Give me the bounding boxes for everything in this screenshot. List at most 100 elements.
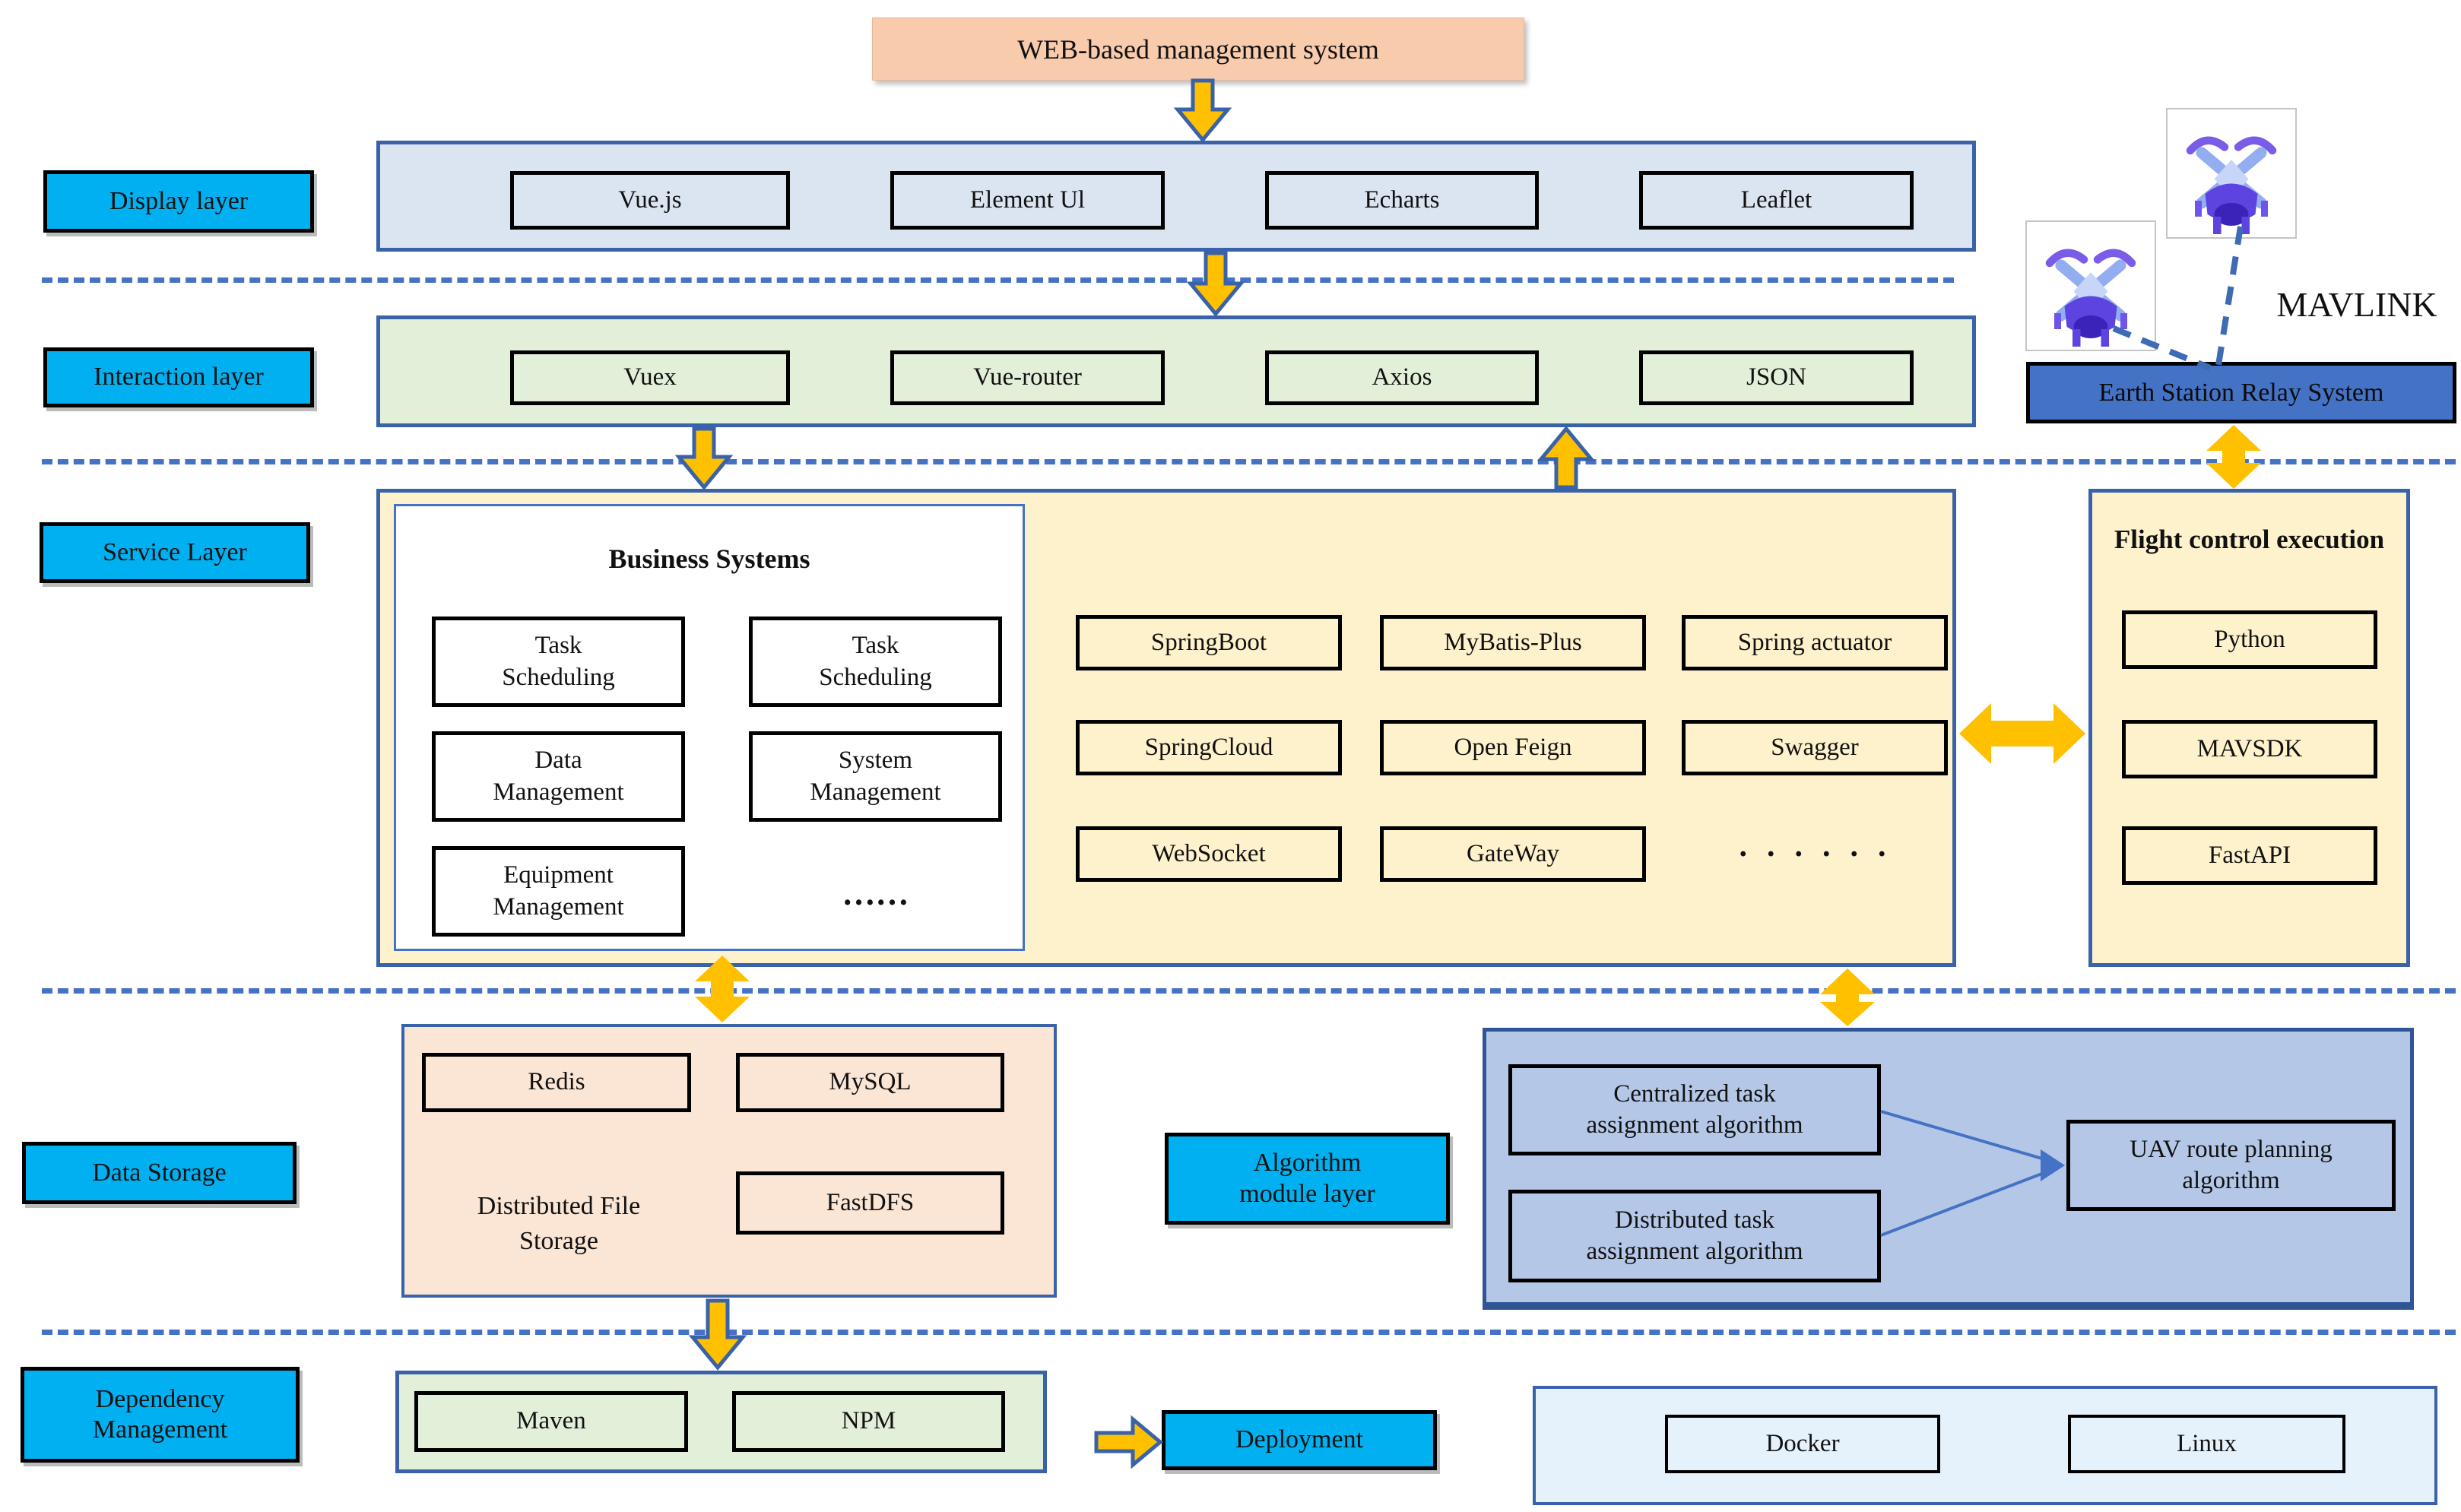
- box-spring-actuator-text: Spring actuator: [1737, 628, 1892, 656]
- interaction-layer-panel: [376, 315, 1976, 427]
- flight-control-title-text: Flight control execution: [2114, 525, 2385, 554]
- box-mysql: MySQL: [736, 1053, 1004, 1112]
- box-centralized-task-text: Centralized task assignment algorithm: [1586, 1079, 1803, 1139]
- drone-icon: [2045, 249, 2136, 347]
- box-fastapi: FastAPI: [2122, 826, 2377, 885]
- box-mybatis-plus-text: MyBatis-Plus: [1444, 628, 1582, 656]
- business-systems-ellipsis-text: ……: [842, 874, 909, 912]
- arrow-dependency-to-deployment: [1094, 1415, 1163, 1469]
- arrow-service-algorithm-bidirectional: [1820, 968, 1875, 1026]
- box-vuex: Vuex: [510, 350, 790, 405]
- box-vuejs-text: Vue.js: [618, 185, 682, 214]
- label-interaction-layer: Interaction layer: [43, 347, 314, 407]
- box-vue-router-text: Vue-router: [973, 363, 1082, 391]
- box-linux-text: Linux: [2177, 1429, 2237, 1457]
- box-leaflet: Leaflet: [1639, 171, 1914, 230]
- separator-display-interaction: [42, 277, 1954, 283]
- algorithm-module-panel: [1483, 1028, 2414, 1310]
- box-uav-route-planning-text: UAV route planning algorithm: [2130, 1135, 2333, 1194]
- box-redis: Redis: [422, 1053, 691, 1112]
- separator-service-data: [42, 988, 2456, 994]
- box-springcloud: SpringCloud: [1076, 720, 1342, 775]
- box-task-scheduling-1: Task Scheduling: [432, 617, 685, 707]
- box-task-scheduling-1-text: Task Scheduling: [502, 632, 615, 691]
- box-data-management-text: Data Management: [493, 746, 624, 806]
- box-mysql-text: MySQL: [829, 1068, 912, 1096]
- box-json-text: JSON: [1746, 363, 1806, 391]
- arrow-web-to-display: [1173, 78, 1232, 143]
- box-element-ui: Element Ul: [890, 171, 1165, 230]
- arrow-display-to-interaction: [1186, 251, 1245, 317]
- box-task-scheduling-2: Task Scheduling: [749, 617, 1002, 707]
- label-dependency-management-text: Dependency Management: [92, 1384, 228, 1444]
- flight-control-title: Flight control execution: [2088, 517, 2410, 563]
- box-json: JSON: [1639, 350, 1914, 405]
- label-interaction-layer-text: Interaction layer: [94, 363, 264, 391]
- deployment-env-panel: [1533, 1386, 2437, 1505]
- box-websocket-text: WebSocket: [1152, 839, 1266, 867]
- box-fastdfs: FastDFS: [736, 1171, 1004, 1235]
- mavlink-label-text: MAVLINK: [2276, 284, 2437, 324]
- middleware-ellipsis: · · · · · ·: [1682, 826, 1948, 882]
- box-system-management-text: System Management: [810, 746, 941, 806]
- box-swagger-text: Swagger: [1771, 733, 1859, 761]
- web-management-title: WEB-based management system: [872, 17, 1524, 81]
- earth-station-box-text: Earth Station Relay System: [2098, 378, 2384, 407]
- middleware-ellipsis-text: · · · · · ·: [1737, 836, 1892, 872]
- separator-interaction-service: [42, 459, 2456, 464]
- label-data-storage: Data Storage: [22, 1142, 297, 1204]
- box-redis-text: Redis: [528, 1068, 585, 1096]
- mavlink-dashed-link-2: [2215, 226, 2244, 366]
- box-linux: Linux: [2068, 1415, 2345, 1473]
- box-swagger: Swagger: [1682, 720, 1948, 775]
- box-mavsdk-text: MAVSDK: [2196, 734, 2303, 762]
- business-systems-ellipsis: ……: [749, 863, 1002, 924]
- box-echarts: Echarts: [1265, 171, 1539, 230]
- box-fastdfs-text: FastDFS: [826, 1188, 915, 1216]
- box-maven-text: Maven: [516, 1407, 586, 1435]
- box-springboot-text: SpringBoot: [1150, 628, 1267, 656]
- box-distributed-task: Distributed task assignment algorithm: [1508, 1190, 1881, 1282]
- arrow-interaction-to-service: [674, 426, 734, 490]
- box-open-feign-text: Open Feign: [1454, 733, 1572, 761]
- box-docker-text: Docker: [1765, 1429, 1840, 1457]
- box-maven: Maven: [414, 1391, 688, 1452]
- dependency-panel: [395, 1371, 1047, 1473]
- box-spring-actuator: Spring actuator: [1682, 615, 1948, 670]
- arrow-service-flight-bidirectional: [1959, 703, 2085, 764]
- box-vue-router: Vue-router: [890, 350, 1165, 405]
- label-service-layer-text: Service Layer: [103, 537, 247, 566]
- box-springboot: SpringBoot: [1076, 615, 1342, 670]
- label-algorithm-module-layer: Algorithm module layer: [1165, 1133, 1450, 1225]
- box-axios: Axios: [1265, 350, 1539, 405]
- box-gateway: GateWay: [1380, 826, 1646, 882]
- box-springcloud-text: SpringCloud: [1144, 733, 1273, 761]
- box-mavsdk: MAVSDK: [2122, 720, 2377, 778]
- box-axios-text: Axios: [1372, 363, 1432, 391]
- business-systems-title-text: Business Systems: [608, 544, 810, 574]
- box-npm-text: NPM: [841, 1407, 896, 1435]
- box-npm: NPM: [732, 1391, 1005, 1452]
- drone-image-2: [2166, 108, 2297, 239]
- box-task-scheduling-2-text: Task Scheduling: [819, 632, 932, 691]
- label-deployment-text: Deployment: [1235, 1425, 1364, 1454]
- box-element-ui-text: Element Ul: [969, 185, 1086, 214]
- box-fastapi-text: FastAPI: [2208, 841, 2291, 869]
- distributed-file-storage-label: Distributed File Storage: [426, 1171, 692, 1277]
- drone-icon: [2186, 136, 2277, 234]
- box-python: Python: [2122, 610, 2377, 669]
- box-distributed-task-text: Distributed task assignment algorithm: [1586, 1206, 1803, 1265]
- box-equipment-management-text: Equipment Management: [493, 861, 624, 921]
- box-vuejs: Vue.js: [510, 171, 790, 230]
- label-algorithm-module-layer-text: Algorithm module layer: [1239, 1149, 1375, 1208]
- mavlink-label: MAVLINK: [2243, 281, 2461, 327]
- box-gateway-text: GateWay: [1467, 839, 1559, 867]
- data-storage-panel: [401, 1024, 1057, 1298]
- box-docker: Docker: [1665, 1415, 1940, 1473]
- box-websocket: WebSocket: [1076, 826, 1342, 882]
- box-system-management: System Management: [749, 731, 1002, 822]
- label-service-layer: Service Layer: [40, 522, 310, 583]
- box-python-text: Python: [2214, 625, 2285, 653]
- arrow-service-to-interaction: [1537, 426, 1596, 490]
- box-open-feign: Open Feign: [1380, 720, 1646, 775]
